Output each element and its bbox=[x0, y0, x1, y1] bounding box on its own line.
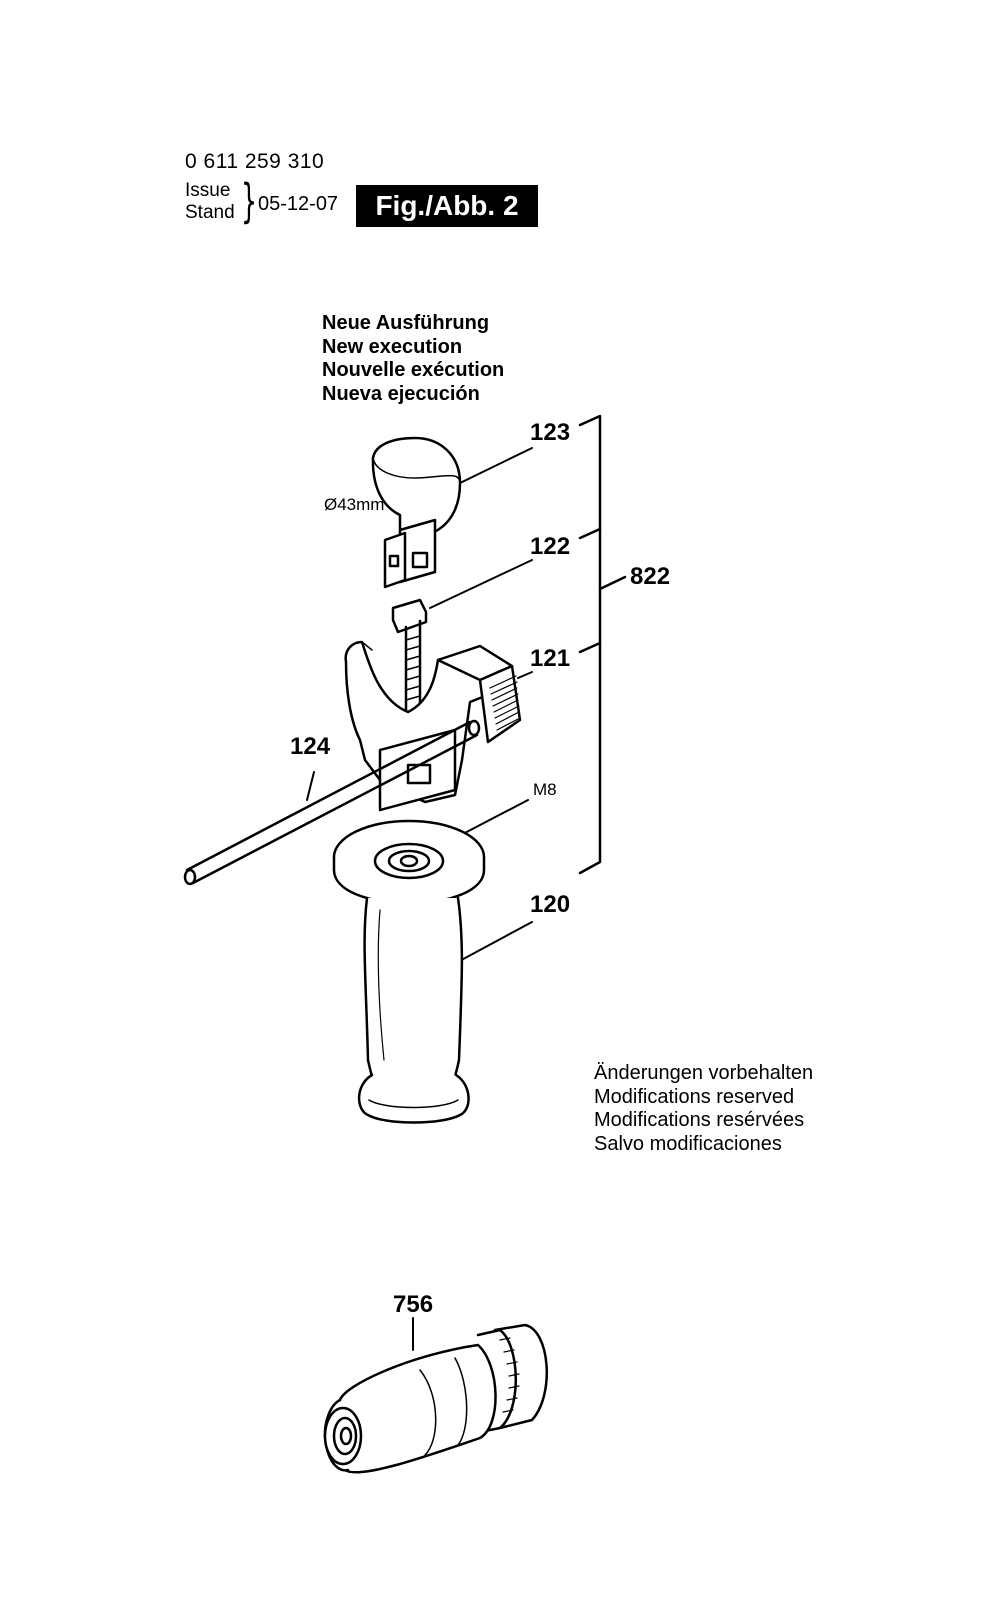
execution-note-de: Neue Ausführung bbox=[322, 312, 490, 334]
execution-note-en: New execution bbox=[322, 335, 463, 358]
side-handle bbox=[332, 819, 486, 1124]
issue-date: 05-12-07 bbox=[258, 193, 339, 215]
stand-label: Stand bbox=[185, 202, 235, 223]
callout-diameter: Ø43mm bbox=[324, 495, 384, 514]
clamp-band bbox=[371, 436, 462, 589]
modification-notes: Änderungen vorbehalten Modifications res… bbox=[594, 1062, 813, 1156]
execution-note-fr: Nouvelle exécution bbox=[322, 359, 505, 381]
clamp-bolt bbox=[391, 598, 428, 720]
issue-label: Issue bbox=[185, 180, 231, 201]
callout-120: 120 bbox=[530, 891, 570, 918]
callout-m8: M8 bbox=[533, 780, 557, 799]
assembly-bracket bbox=[578, 414, 627, 875]
depth-rod bbox=[183, 719, 481, 886]
modification-note-en: Modifications reserved bbox=[594, 1085, 795, 1108]
execution-notes: Neue Ausführung New execution Nouvelle e… bbox=[322, 312, 504, 406]
part-number: 0 611 259 310 bbox=[185, 150, 325, 173]
modification-note-fr: Modifications resérvées bbox=[594, 1109, 805, 1131]
issue-brace: } bbox=[241, 174, 258, 228]
callout-122: 122 bbox=[530, 533, 570, 560]
callout-123: 123 bbox=[530, 419, 570, 446]
modification-note-es: Salvo modificaciones bbox=[594, 1132, 782, 1155]
modification-note-de: Änderungen vorbehalten bbox=[594, 1062, 814, 1084]
callout-124: 124 bbox=[290, 733, 331, 760]
callout-121: 121 bbox=[530, 645, 570, 672]
drill-chuck bbox=[323, 1323, 548, 1474]
callout-822: 822 bbox=[630, 563, 670, 590]
callout-756: 756 bbox=[393, 1291, 433, 1318]
clamp-housing bbox=[344, 640, 522, 812]
execution-note-es: Nueva ejecución bbox=[322, 382, 480, 405]
issue-stand-labels: Issue Stand bbox=[185, 180, 235, 224]
figure-badge: Fig./Abb. 2 bbox=[356, 185, 538, 227]
